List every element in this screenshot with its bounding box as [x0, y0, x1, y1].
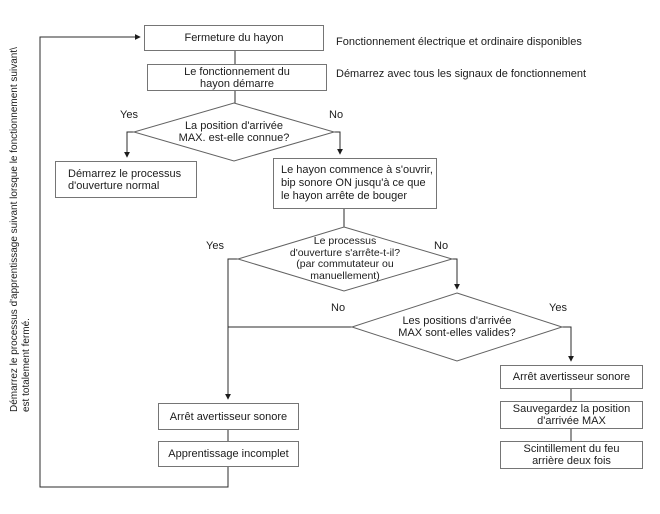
decision3-label: Les positions d'arrivée MAX sont-elles v…	[398, 315, 516, 339]
annotation-fonctionnement-electrique: Fonctionnement électrique et ordinaire d…	[336, 36, 582, 48]
edge-decision1-yes	[124, 131, 136, 158]
edge-decision2-yes	[225, 258, 240, 400]
decision3-yes-label: Yes	[549, 302, 567, 314]
edge-decision3-yes	[560, 326, 574, 362]
edge-decision1-no	[332, 131, 343, 155]
decision1-label: La position d'arrivée MAX. est-elle conn…	[178, 120, 290, 144]
node-fonctionnement-demarre: Le fonctionnement du hayon démarre	[147, 64, 327, 91]
node-fermeture-du-hayon: Fermeture du hayon	[144, 25, 324, 51]
edge-loop-back	[39, 34, 229, 488]
annotation-demarrez-signaux: Démarrez avec tous les signaux de foncti…	[336, 68, 587, 80]
node-scintillement-feu: Scintillement du feu arrière deux fois	[500, 441, 643, 469]
node-apprentissage-incomplet: Apprentissage incomplet	[158, 441, 299, 467]
decision1-diamond	[132, 102, 336, 162]
decision2-label: Le processus d'ouverture s'arrête-t-il? …	[289, 235, 401, 282]
annotation-side-vertical: Démarrez le processus d'apprentissage su…	[9, 47, 32, 412]
decision1-yes-label: Yes	[120, 109, 138, 121]
decision2-no-label: No	[434, 240, 449, 252]
decision1-no-label: No	[329, 109, 344, 121]
decision2-diamond	[236, 226, 454, 292]
node-sauvegarde-position-max: Sauvegardez la position d'arrivée MAX	[500, 401, 643, 429]
decision3-diamond	[350, 292, 564, 362]
decision3-no-label: No	[331, 302, 346, 314]
node-hayon-commence-ouvrir: Le hayon commence à s'ouvrir, bip sonore…	[273, 158, 437, 209]
node-arret-avertisseur-droite: Arrêt avertisseur sonore	[500, 365, 643, 389]
node-processus-ouverture-normal: Démarrez le processus d'ouverture normal	[55, 161, 197, 198]
decision2-yes-label: Yes	[206, 240, 224, 252]
node-arret-avertisseur-gauche: Arrêt avertisseur sonore	[158, 403, 299, 430]
edge-decision2-no	[450, 258, 460, 290]
